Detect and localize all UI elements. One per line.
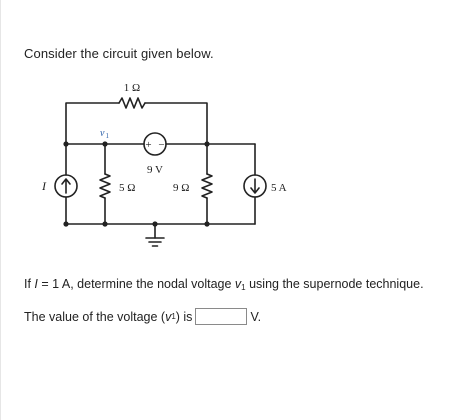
circuit-diagram: 1 Ω v 1 + − 9 V 5 Ω 9 Ω 5 A I: [41, 82, 287, 247]
resistor-1ohm: [118, 97, 146, 109]
question-text: If I = 1 A, determine the nodal voltage …: [24, 277, 424, 292]
label-v1: v: [100, 128, 105, 139]
junction-dots: [63, 141, 210, 227]
label-plus: +: [145, 139, 151, 151]
label-source-i: I: [41, 179, 47, 193]
current-symbol: I: [34, 277, 38, 291]
answer-input[interactable]: [195, 308, 248, 325]
current-source-5a: [243, 174, 267, 198]
top-wire-right: [144, 102, 208, 145]
ground-icon: [145, 237, 165, 247]
answer-unit: V.: [250, 309, 262, 324]
resistor-5ohm: [99, 173, 111, 199]
label-r-right: 9 Ω: [173, 182, 189, 194]
label-source-5a: 5 A: [271, 182, 287, 194]
resistor-9ohm: [201, 173, 213, 199]
left-border-line: [0, 0, 1, 420]
label-source-v: 9 V: [147, 164, 163, 176]
current-source-5a-arrow: [250, 178, 260, 194]
current-source-i-arrow: [61, 178, 71, 194]
label-r-left: 5 Ω: [119, 182, 135, 194]
top-wire-left: [65, 102, 120, 145]
label-minus: −: [158, 139, 164, 151]
question-intro: Consider the circuit given below.: [24, 46, 214, 61]
label-v1-sub: 1: [106, 132, 110, 140]
current-source-i: [54, 174, 78, 198]
answer-voltage-symbol: v: [165, 309, 172, 324]
voltage-symbol: v: [234, 277, 242, 291]
label-r-top: 1 Ω: [124, 82, 140, 94]
